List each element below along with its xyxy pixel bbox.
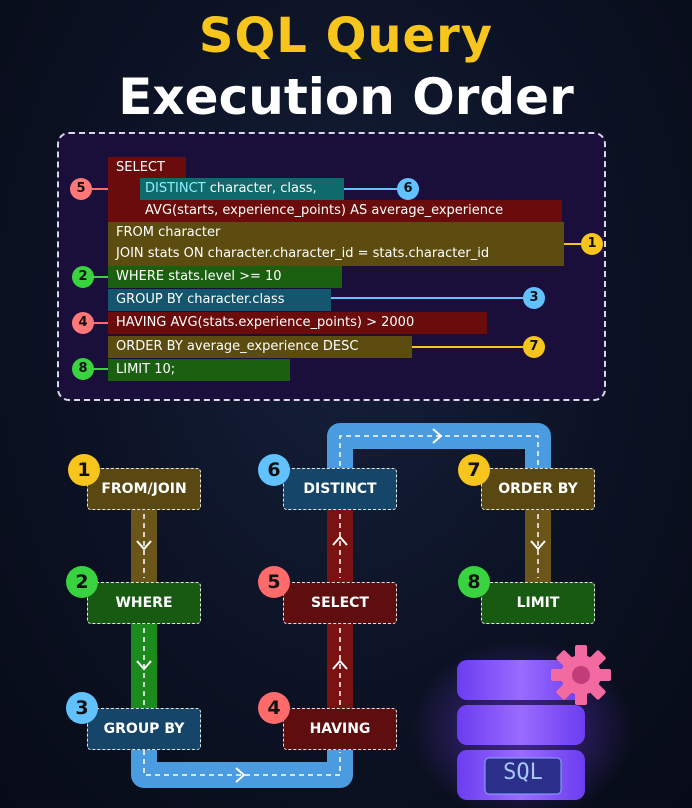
code-marker-6: 6 — [397, 178, 419, 200]
flow-num-1: 1 — [68, 454, 100, 486]
highlight-from-join — [108, 222, 564, 266]
highlight-distinct — [140, 178, 344, 200]
flow-box-limit: LIMIT — [481, 582, 595, 624]
flow-num-4: 4 — [258, 692, 290, 724]
code-join: JOIN stats ON character.character_id = s… — [116, 246, 490, 261]
code-from: FROM character — [116, 225, 221, 240]
highlight-select-side — [108, 157, 140, 222]
flow-num-2: 2 — [66, 566, 98, 598]
flow-num-8: 8 — [458, 566, 490, 598]
code-select: SELECT — [116, 160, 165, 175]
code-marker-3: 3 — [523, 287, 545, 309]
flow-num-5: 5 — [258, 566, 290, 598]
code-marker-5: 5 — [70, 178, 92, 200]
flow-box-where: WHERE — [87, 582, 201, 624]
code-marker-1: 1 — [581, 233, 603, 255]
flow-box-order-by: ORDER BY — [481, 468, 595, 510]
code-avg: AVG(starts, experience_points) AS averag… — [145, 203, 504, 218]
code-marker-4: 4 — [72, 312, 94, 334]
code-having: HAVING AVG(stats.experience_points) > 20… — [116, 315, 415, 330]
flow-box-having: HAVING — [283, 708, 397, 750]
code-limit: LIMIT 10; — [116, 362, 176, 377]
highlight-orderby — [108, 336, 412, 358]
code-orderby: ORDER BY average_experience DESC — [116, 339, 359, 354]
highlight-limit — [108, 359, 290, 381]
highlight-having — [108, 312, 487, 334]
code-marker-2: 2 — [72, 266, 94, 288]
flow-box-from-join: FROM/JOIN — [87, 468, 201, 510]
code-marker-7: 7 — [523, 336, 545, 358]
flow-num-6: 6 — [258, 454, 290, 486]
highlight-where — [108, 266, 342, 288]
highlight-groupby — [108, 289, 331, 311]
code-marker-8: 8 — [72, 358, 94, 380]
flow-box-select: SELECT — [283, 582, 397, 624]
title-sql-query: SQL Query — [198, 8, 494, 64]
highlight-avg — [140, 200, 562, 222]
code-distinct-rest: character, class, — [205, 181, 317, 196]
code-distinct-line: DISTINCT character, class, — [145, 178, 317, 200]
flow-box-distinct: DISTINCT — [283, 468, 397, 510]
flow-num-3: 3 — [66, 692, 98, 724]
flow-num-7: 7 — [458, 454, 490, 486]
flow-box-group-by: GROUP BY — [87, 708, 201, 750]
code-where: WHERE stats.level >= 10 — [116, 269, 282, 284]
code-groupby: GROUP BY character.class — [116, 292, 285, 307]
title-execution-order: Execution Order — [118, 68, 574, 126]
database-sql-label: SQL — [503, 760, 543, 785]
code-distinct-keyword: DISTINCT — [145, 181, 206, 196]
